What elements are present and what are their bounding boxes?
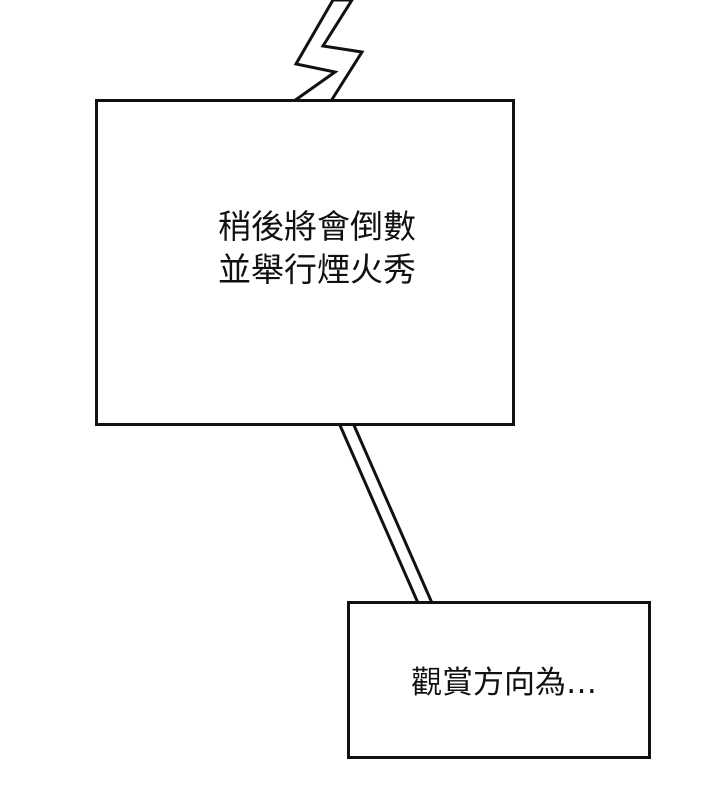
bubble-text: 觀賞方向為… [411, 663, 597, 703]
bubble-line-1: 稍後將會倒數 [218, 206, 416, 246]
bubble-text: 稍後將會倒數 並舉行煙火秀 [218, 206, 416, 292]
lightning-tail-top [289, 0, 365, 103]
speech-bubble-direction: 觀賞方向為… [347, 601, 651, 759]
bubble-line-1: 觀賞方向為… [411, 664, 597, 701]
connector-tail [336, 421, 435, 605]
bubble-line-2: 並舉行煙火秀 [218, 249, 416, 289]
speech-bubble-countdown: 稍後將會倒數 並舉行煙火秀 [95, 99, 515, 426]
